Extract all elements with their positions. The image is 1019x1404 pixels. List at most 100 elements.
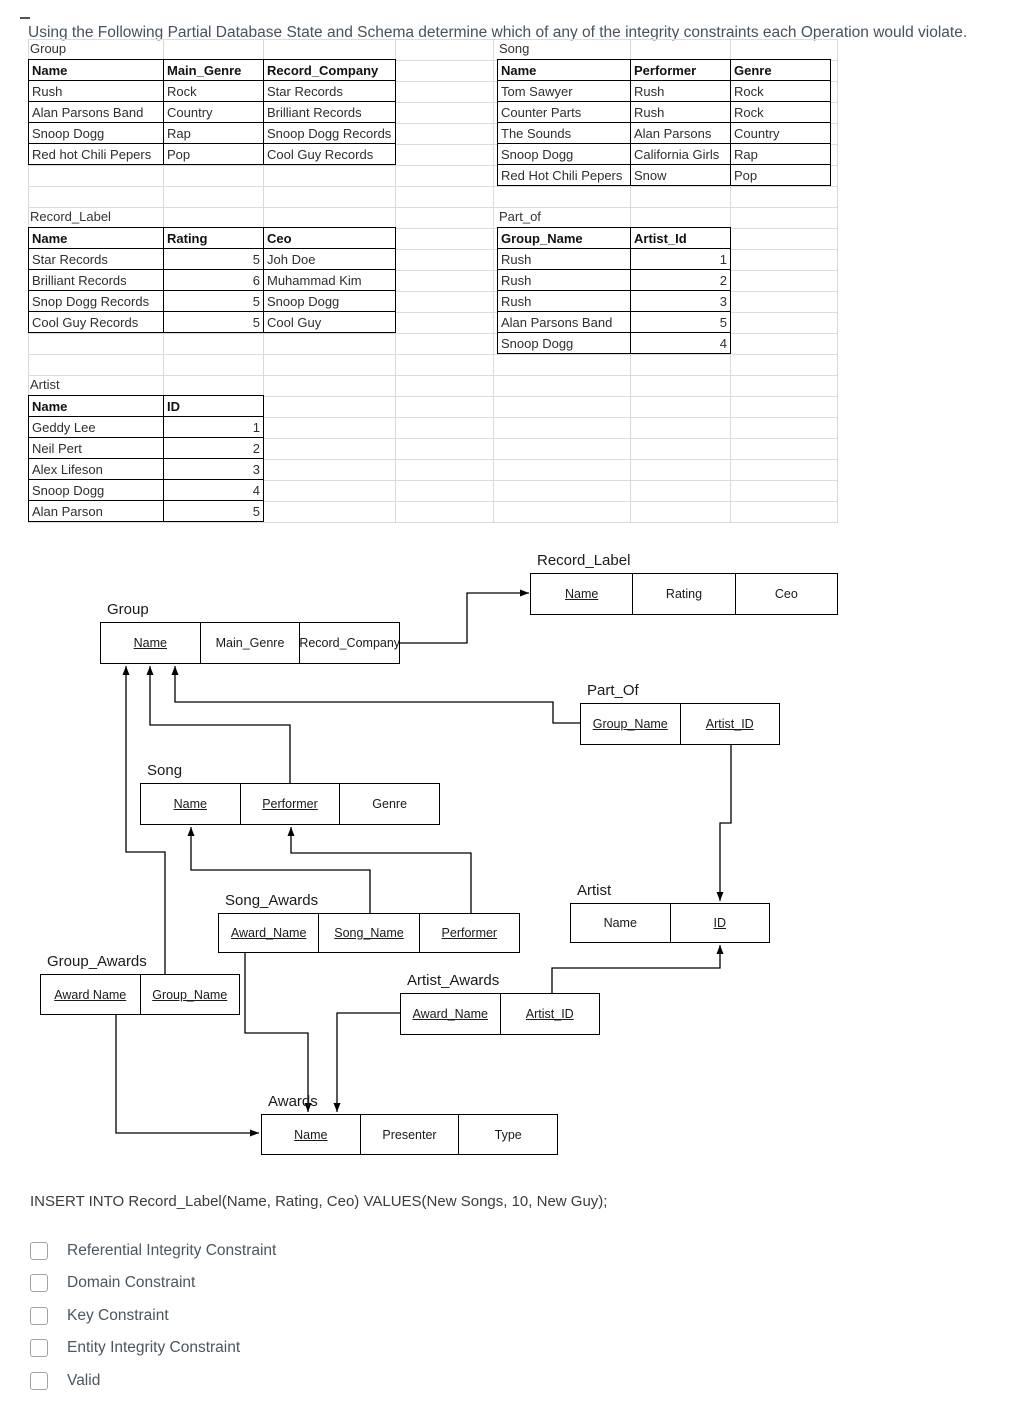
entity-name: Record_Label (537, 552, 631, 569)
fk-arrow (716, 745, 732, 901)
operation-sql: INSERT INTO Record_Label(Name, Rating, C… (30, 1193, 608, 1210)
column-header: ID (163, 395, 264, 417)
entity-attribute-key: Group_Name (592, 717, 668, 731)
entity-attribute: Record_Company (299, 623, 399, 663)
answer-checkbox[interactable] (30, 1241, 48, 1260)
entity-name: Group (107, 601, 149, 618)
entity-attribute-key: Award_Name (412, 1007, 488, 1021)
table-cell: 5 (163, 248, 264, 270)
table-cell: Counter Parts (497, 101, 631, 123)
entity-attribute-key: Artist_ID (499, 994, 600, 1034)
table-cell: Pop (730, 164, 831, 186)
table-cell: California Girls (630, 143, 731, 165)
entity-attribute-key: Award_Name (230, 926, 307, 940)
entity-attribute-key: Name (564, 587, 599, 601)
table-cell: The Sounds (497, 122, 631, 144)
table-cell: Star Records (28, 248, 164, 270)
table-cell: Brilliant Records (28, 269, 164, 291)
answer-label: Domain Constraint (67, 1274, 196, 1291)
entity-attribute: Main_Genre (199, 623, 300, 663)
table-cell: Alex Lifeson (28, 458, 164, 480)
answer-option: Key Constraint (30, 1305, 276, 1326)
table-cell: Rush (630, 80, 731, 102)
entity-name: Artist (577, 882, 612, 899)
column-header: Artist_Id (630, 227, 731, 249)
table-cell: Snow (630, 164, 731, 186)
column-header: Name (28, 395, 164, 417)
answer-checkbox[interactable] (30, 1371, 48, 1390)
answer-option: Domain Constraint (30, 1273, 276, 1294)
answer-checkbox[interactable] (30, 1274, 48, 1292)
table-cell: Muhammad Kim (263, 269, 396, 291)
entity-name: Group_Awards (47, 953, 147, 970)
fk-arrow (146, 666, 291, 783)
entity-name: Song_Awards (225, 892, 319, 909)
table-cell: Country (730, 122, 831, 144)
fk-arrow (287, 827, 472, 913)
answer-label: Referential Integrity Constraint (67, 1241, 277, 1259)
column-header: Name (28, 59, 164, 81)
entity-attribute: Ceo (734, 574, 837, 614)
table-cell: Rush (630, 101, 731, 123)
entity-name: Awards (268, 1093, 318, 1110)
entity-name: Part_Of (587, 682, 639, 699)
fk-arrow (400, 589, 529, 644)
answer-label: Key Constraint (67, 1306, 169, 1324)
table-cell: 2 (163, 437, 264, 459)
entity-name: Song (147, 762, 183, 779)
table-cell: Pop (163, 143, 264, 165)
table-cell: Rock (730, 80, 831, 102)
table-cell: 3 (163, 458, 264, 480)
column-header: Genre (730, 59, 831, 81)
column-header: Name (497, 59, 631, 81)
answer-checkbox[interactable] (30, 1306, 48, 1325)
grid-line (837, 39, 838, 523)
table-cell: 1 (163, 416, 264, 438)
entity-attribute-key: ID (669, 904, 770, 942)
table-cell: Tom Sawyer (497, 80, 631, 102)
column-header: Performer (630, 59, 731, 81)
table-cell: 4 (630, 332, 731, 354)
table-cell: 3 (630, 290, 731, 312)
entity-attribute: Type (458, 1115, 557, 1154)
answer-option: Referential Integrity Constraint (30, 1240, 276, 1261)
entity-attribute-key: Name (294, 1127, 328, 1142)
table-caption: Group (30, 41, 67, 56)
column-header: Record_Company (263, 59, 396, 81)
table-cell: Snoop Dogg (497, 332, 631, 354)
answer-checkbox[interactable] (30, 1339, 48, 1357)
